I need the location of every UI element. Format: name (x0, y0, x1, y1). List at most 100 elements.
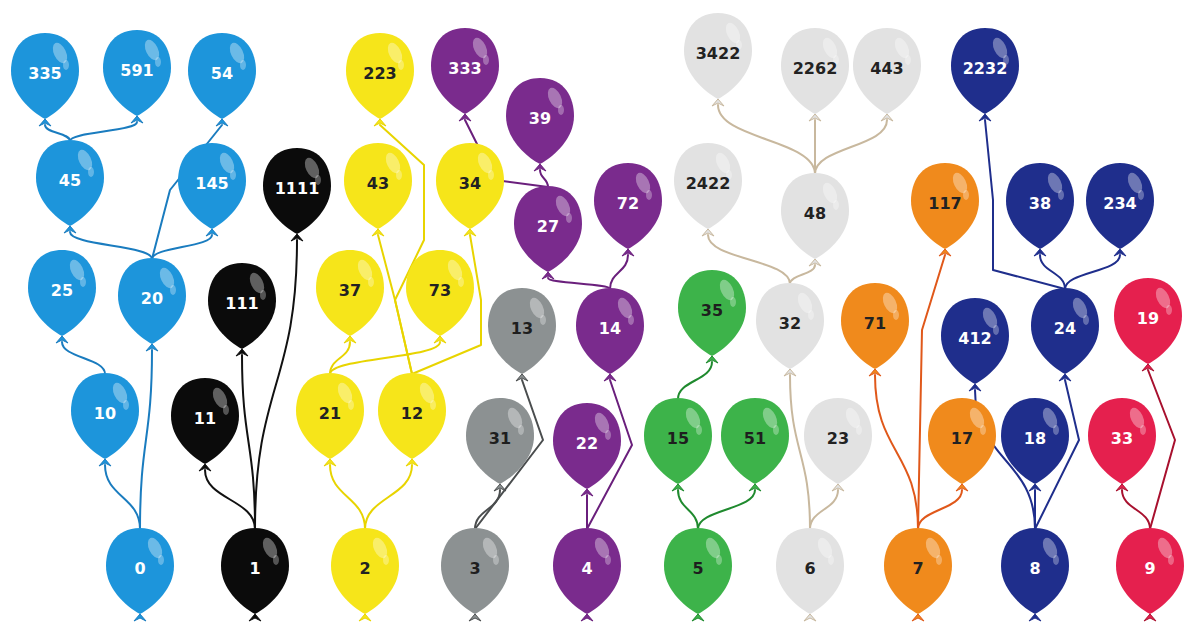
balloon: 333 (430, 26, 500, 124)
balloon-string (205, 470, 255, 529)
balloon-number: 39 (505, 110, 575, 128)
balloon-string (918, 255, 945, 529)
balloon-string (1122, 490, 1150, 529)
balloon: 12 (377, 371, 447, 469)
balloon: 234 (1085, 161, 1155, 259)
balloon-string (1065, 255, 1120, 289)
balloon-number: 9 (1115, 560, 1185, 578)
balloon: 72 (593, 161, 663, 259)
balloon: 2 (330, 526, 400, 624)
balloon-number: 43 (343, 175, 413, 193)
balloon: 2232 (950, 26, 1020, 124)
balloon: 71 (840, 281, 910, 379)
balloon-number: 117 (910, 195, 980, 213)
balloon-number: 14 (575, 320, 645, 338)
balloon-number: 591 (102, 62, 172, 80)
balloon: 6 (775, 526, 845, 624)
balloon: 22 (552, 401, 622, 499)
balloon: 9 (1115, 526, 1185, 624)
balloon-number: 34 (435, 175, 505, 193)
balloon-string (875, 375, 918, 529)
balloon: 32 (755, 281, 825, 379)
balloon: 10 (70, 371, 140, 469)
balloon-number: 27 (513, 218, 583, 236)
balloon-number: 48 (780, 205, 850, 223)
balloon: 3422 (683, 11, 753, 109)
balloon: 0 (105, 526, 175, 624)
balloon: 19 (1113, 276, 1183, 374)
balloon: 591 (102, 28, 172, 126)
balloon-string (62, 342, 105, 374)
balloon-string (678, 490, 698, 529)
balloon-number: 22 (552, 435, 622, 453)
balloon: 73 (405, 248, 475, 346)
balloon-string (918, 490, 962, 529)
balloon-string (814, 120, 816, 174)
balloon-number: 2232 (950, 60, 1020, 78)
balloon-number: 37 (315, 282, 385, 300)
balloon: 48 (780, 171, 850, 269)
balloon: 37 (315, 248, 385, 346)
balloon: 117 (910, 161, 980, 259)
balloon-number: 10 (70, 405, 140, 423)
balloon: 23 (803, 396, 873, 494)
balloon-string (378, 235, 412, 374)
balloon-number: 2262 (780, 60, 850, 78)
balloon: 14 (575, 286, 645, 384)
balloon-number: 443 (852, 60, 922, 78)
balloon: 45 (35, 138, 105, 236)
balloon-number: 2 (330, 560, 400, 578)
balloon-string (1040, 255, 1065, 289)
balloon: 7 (883, 526, 953, 624)
balloon-number: 3 (440, 560, 510, 578)
balloon: 1 (220, 526, 290, 624)
balloon-number: 7 (883, 560, 953, 578)
balloon-number: 19 (1113, 310, 1183, 328)
balloon-number: 54 (187, 65, 257, 83)
balloon-number: 51 (720, 430, 790, 448)
balloon: 443 (852, 26, 922, 124)
balloon-number: 32 (755, 315, 825, 333)
balloon-number: 335 (10, 65, 80, 83)
balloon-string (45, 125, 70, 141)
balloon-string (678, 362, 712, 399)
balloon: 15 (643, 396, 713, 494)
balloon-string (70, 232, 152, 259)
balloon-number: 1111 (262, 180, 332, 198)
balloon-string (70, 122, 137, 141)
balloon: 17 (927, 396, 997, 494)
balloon: 2422 (673, 141, 743, 239)
balloon-string (475, 490, 500, 529)
balloon: 1111 (262, 146, 332, 244)
balloon: 111 (207, 261, 277, 359)
balloon: 21 (295, 371, 365, 469)
balloon-number: 72 (593, 195, 663, 213)
balloon: 5 (663, 526, 733, 624)
balloon: 4 (552, 526, 622, 624)
balloon-number: 21 (295, 405, 365, 423)
balloon-number: 13 (487, 320, 557, 338)
balloon-string (548, 278, 610, 289)
balloon-number: 3422 (683, 45, 753, 63)
balloon: 25 (27, 248, 97, 346)
balloon-string (790, 375, 810, 529)
balloon: 2262 (780, 26, 850, 124)
balloon-number: 111 (207, 295, 277, 313)
balloon-number: 25 (27, 282, 97, 300)
balloon-number: 0 (105, 560, 175, 578)
balloon-string (140, 350, 152, 529)
balloon-string (790, 265, 815, 284)
balloon: 31 (465, 396, 535, 494)
balloon-string (365, 465, 412, 529)
balloon: 38 (1005, 161, 1075, 259)
balloon-string (610, 255, 628, 289)
balloon: 34 (435, 141, 505, 239)
balloon: 27 (513, 184, 583, 282)
balloon-number: 11 (170, 410, 240, 428)
balloon: 39 (505, 76, 575, 174)
balloon: 24 (1030, 286, 1100, 384)
balloon-string (698, 490, 755, 529)
balloon-number: 17 (927, 430, 997, 448)
balloon-number: 35 (677, 302, 747, 320)
